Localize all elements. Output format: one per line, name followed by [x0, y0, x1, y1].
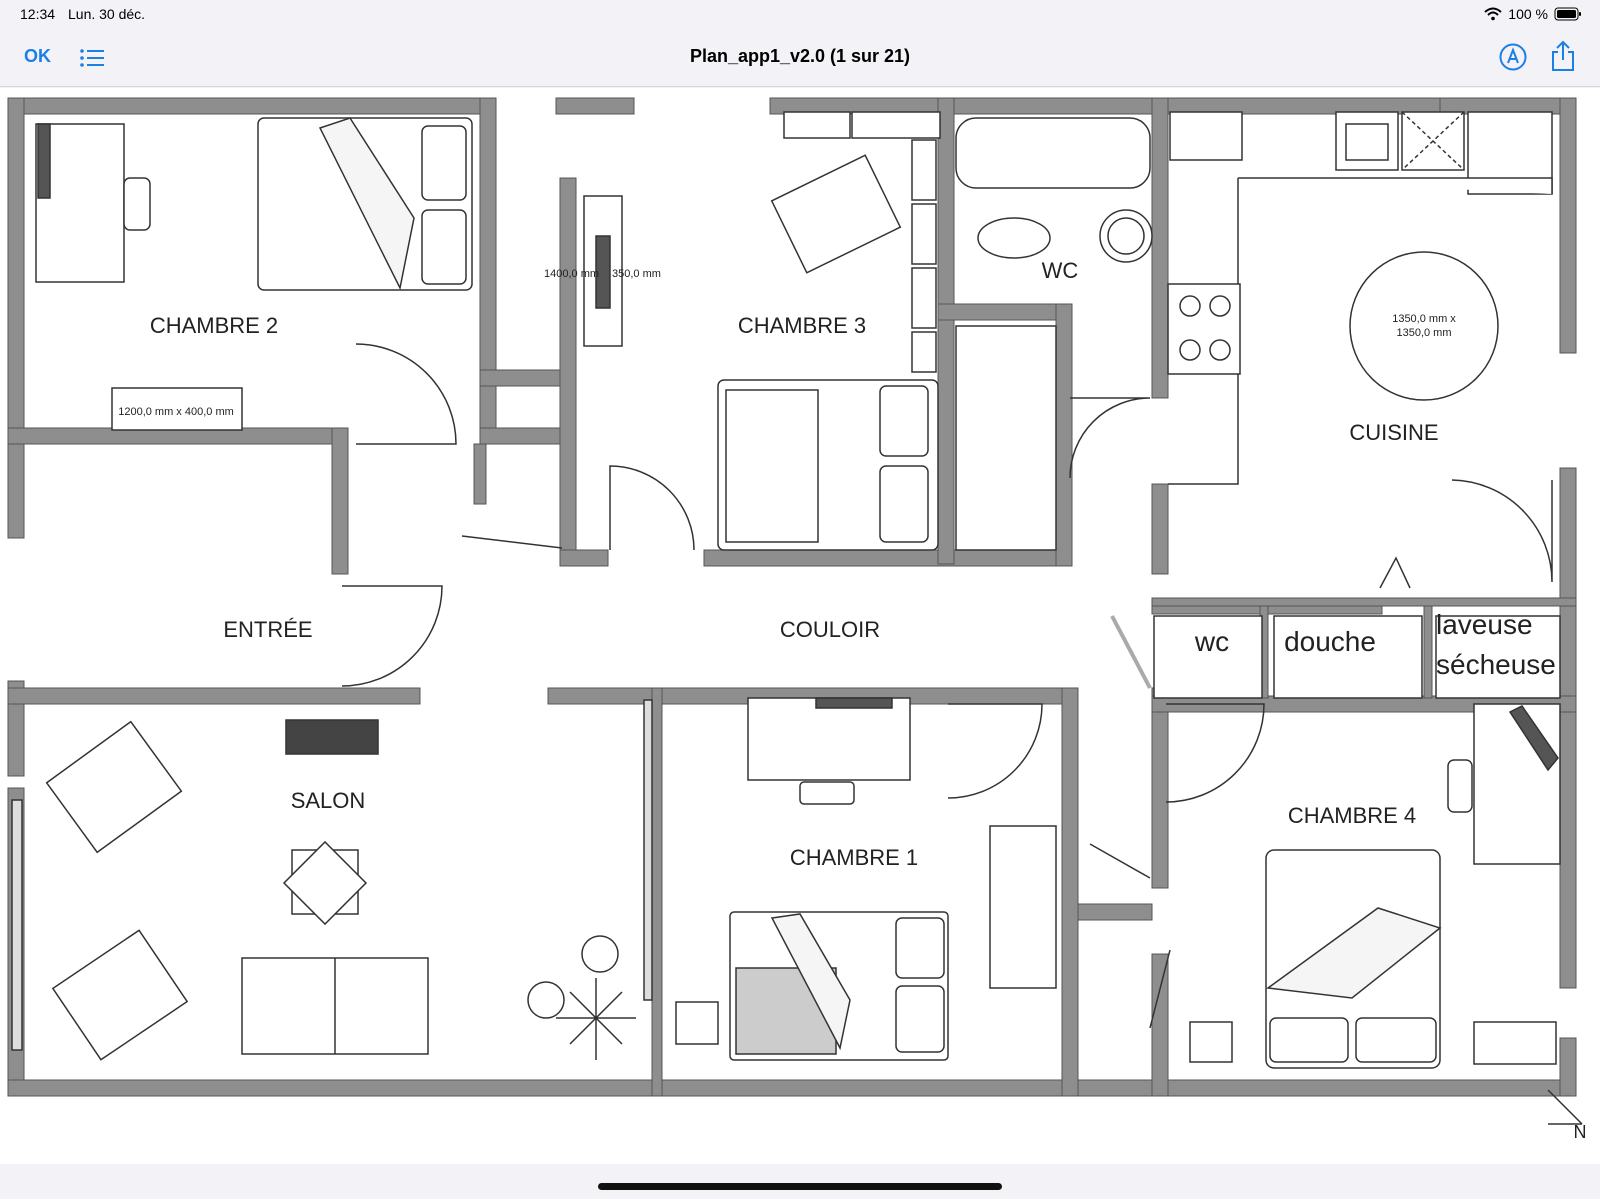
dimension-labels: 1200,0 mm x 400,0 mm 1400,0 mm 350,0 mm …	[118, 268, 1456, 418]
dim-desk-c3b: 350,0 mm	[612, 268, 661, 280]
room-labels: CHAMBRE 2 CHAMBRE 3 WC CUISINE ENTRÉE CO…	[150, 258, 1439, 870]
done-button[interactable]: OK	[24, 46, 51, 66]
home-indicator[interactable]	[598, 1183, 1002, 1190]
dim-desk-c2: 1200,0 mm x 400,0 mm	[118, 406, 234, 418]
label-cuisine: CUISINE	[1349, 420, 1438, 445]
label-wc: WC	[1042, 258, 1079, 283]
label-chambre-4: CHAMBRE 4	[1288, 803, 1416, 828]
battery-icon	[1554, 7, 1581, 21]
label-douche: douche	[1284, 626, 1376, 657]
battery-percent: 100 %	[1508, 6, 1548, 22]
document-title: Plan_app1_v2.0 (1 sur 21)	[689, 46, 911, 66]
dim-desk-c3a: 1400,0 mm	[544, 268, 599, 280]
label-chambre-2: CHAMBRE 2	[150, 313, 278, 338]
doors	[341, 343, 1553, 1029]
walls	[7, 97, 1577, 1097]
dim-table-line2: 1350,0 mm	[1396, 327, 1451, 339]
list-icon[interactable]	[78, 44, 106, 72]
utility-labels: wc douche laveuse sécheuse	[1194, 609, 1556, 680]
label-couloir: COULOIR	[780, 617, 880, 642]
share-icon[interactable]	[1548, 40, 1578, 72]
markup-icon[interactable]	[1498, 42, 1528, 72]
document-page[interactable]: CHAMBRE 2 CHAMBRE 3 WC CUISINE ENTRÉE CO…	[0, 88, 1600, 1164]
status-right: 100 %	[1484, 6, 1582, 22]
compass-label: N	[1574, 1122, 1587, 1142]
label-chambre-1: CHAMBRE 1	[790, 845, 918, 870]
label-salon: SALON	[291, 788, 366, 813]
wifi-icon	[1484, 7, 1502, 21]
label-wc-small: wc	[1194, 626, 1229, 657]
status-bar: 12:34 Lun. 30 déc. 100 %	[0, 0, 1600, 30]
label-entree: ENTRÉE	[223, 617, 312, 642]
dim-table-line1: 1350,0 mm x	[1392, 313, 1456, 325]
label-laveuse: laveuse	[1436, 609, 1533, 640]
status-date: Lun. 30 déc.	[68, 6, 146, 22]
furniture	[11, 111, 1561, 1069]
floor-plan: CHAMBRE 2 CHAMBRE 3 WC CUISINE ENTRÉE CO…	[7, 97, 1587, 1142]
status-time: 12:34	[20, 6, 56, 22]
label-chambre-3: CHAMBRE 3	[738, 313, 866, 338]
north-arrow: N	[1547, 1089, 1587, 1142]
label-secheuse: sécheuse	[1436, 649, 1556, 680]
toolbar: OK Plan_app1_v2.0 (1 sur 21)	[0, 30, 1600, 87]
